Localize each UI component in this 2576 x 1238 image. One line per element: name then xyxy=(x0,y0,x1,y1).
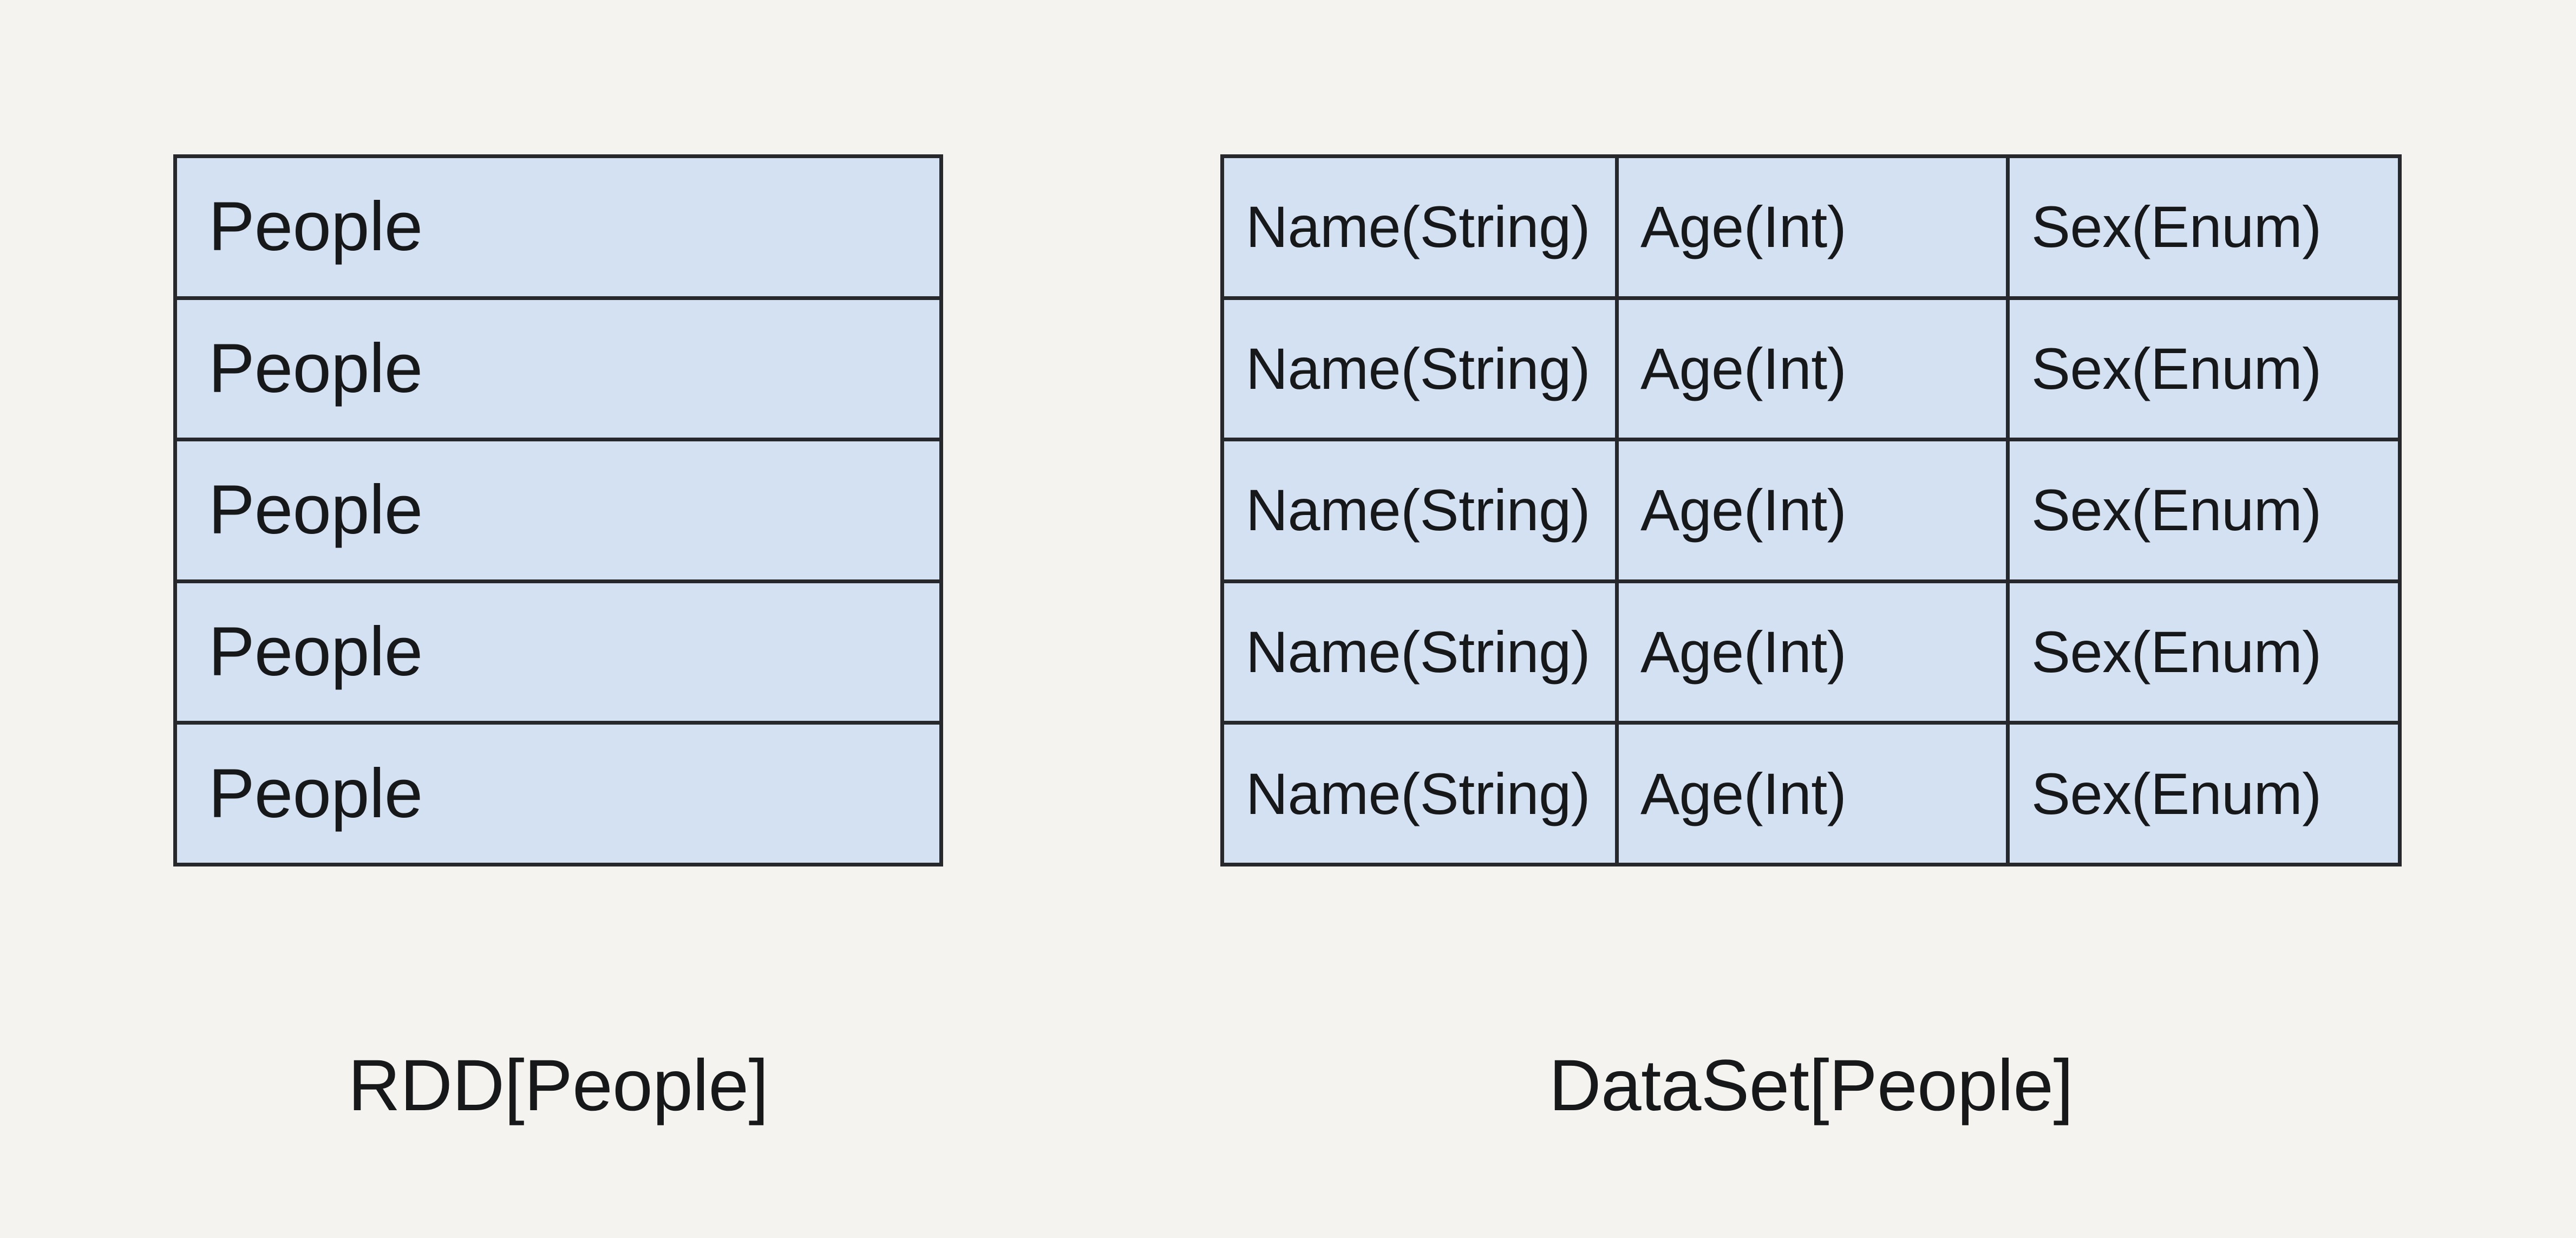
dataset-row: Name(String) Age(Int) Sex(Enum) xyxy=(1224,583,2398,725)
dataset-cell-text: Age(Int) xyxy=(1640,619,1847,685)
dataset-cell-age: Age(Int) xyxy=(1619,441,2010,579)
dataset-row: Name(String) Age(Int) Sex(Enum) xyxy=(1224,158,2398,300)
rdd-row-label: People xyxy=(208,613,423,691)
dataset-cell-text: Name(String) xyxy=(1246,619,1591,685)
rdd-row: People xyxy=(177,158,939,300)
dataset-cell-age: Age(Int) xyxy=(1619,299,2010,438)
dataset-cell-age: Age(Int) xyxy=(1619,725,2010,863)
dataset-cell-text: Name(String) xyxy=(1246,335,1591,401)
dataset-cell-text: Name(String) xyxy=(1246,477,1591,543)
rdd-row-label: People xyxy=(208,471,423,549)
rdd-row-label: People xyxy=(208,329,423,407)
dataset-cell-sex: Sex(Enum) xyxy=(2010,299,2398,438)
dataset-cell-name: Name(String) xyxy=(1224,158,1619,296)
dataset-cell-name: Name(String) xyxy=(1224,583,1619,721)
dataset-cell-text: Age(Int) xyxy=(1640,335,1847,401)
dataset-cell-text: Sex(Enum) xyxy=(2031,619,2322,685)
dataset-cell-text: Age(Int) xyxy=(1640,477,1847,543)
dataset-cell-age: Age(Int) xyxy=(1619,158,2010,296)
dataset-cell-text: Age(Int) xyxy=(1640,760,1847,826)
dataset-cell-text: Sex(Enum) xyxy=(2031,760,2322,826)
rdd-caption: RDD[People] xyxy=(348,1045,769,1126)
rdd-row-label: People xyxy=(208,754,423,832)
rdd-row: People xyxy=(177,583,939,725)
rdd-row: People xyxy=(177,299,939,442)
dataset-cell-text: Age(Int) xyxy=(1640,194,1847,260)
dataset-cell-text: Sex(Enum) xyxy=(2031,194,2322,260)
dataset-cell-text: Sex(Enum) xyxy=(2031,335,2322,401)
dataset-cell-name: Name(String) xyxy=(1224,441,1619,579)
dataset-row: Name(String) Age(Int) Sex(Enum) xyxy=(1224,299,2398,442)
dataset-row: Name(String) Age(Int) Sex(Enum) xyxy=(1224,441,2398,583)
rdd-row: People xyxy=(177,725,939,863)
dataset-cell-sex: Sex(Enum) xyxy=(2010,158,2398,296)
dataset-cell-name: Name(String) xyxy=(1224,299,1619,438)
dataset-cell-text: Name(String) xyxy=(1246,760,1591,826)
dataset-cell-sex: Sex(Enum) xyxy=(2010,441,2398,579)
dataset-caption: DataSet[People] xyxy=(1548,1045,2074,1126)
rdd-row-label: People xyxy=(208,188,423,266)
dataset-table: Name(String) Age(Int) Sex(Enum) Name(Str… xyxy=(1220,154,2402,866)
dataset-cell-age: Age(Int) xyxy=(1619,583,2010,721)
rdd-stack: People People People People People xyxy=(173,154,943,866)
dataset-cell-sex: Sex(Enum) xyxy=(2010,583,2398,721)
rdd-row: People xyxy=(177,441,939,583)
dataset-cell-text: Name(String) xyxy=(1246,194,1591,260)
dataset-cell-name: Name(String) xyxy=(1224,725,1619,863)
dataset-cell-sex: Sex(Enum) xyxy=(2010,725,2398,863)
dataset-row: Name(String) Age(Int) Sex(Enum) xyxy=(1224,725,2398,863)
dataset-cell-text: Sex(Enum) xyxy=(2031,477,2322,543)
